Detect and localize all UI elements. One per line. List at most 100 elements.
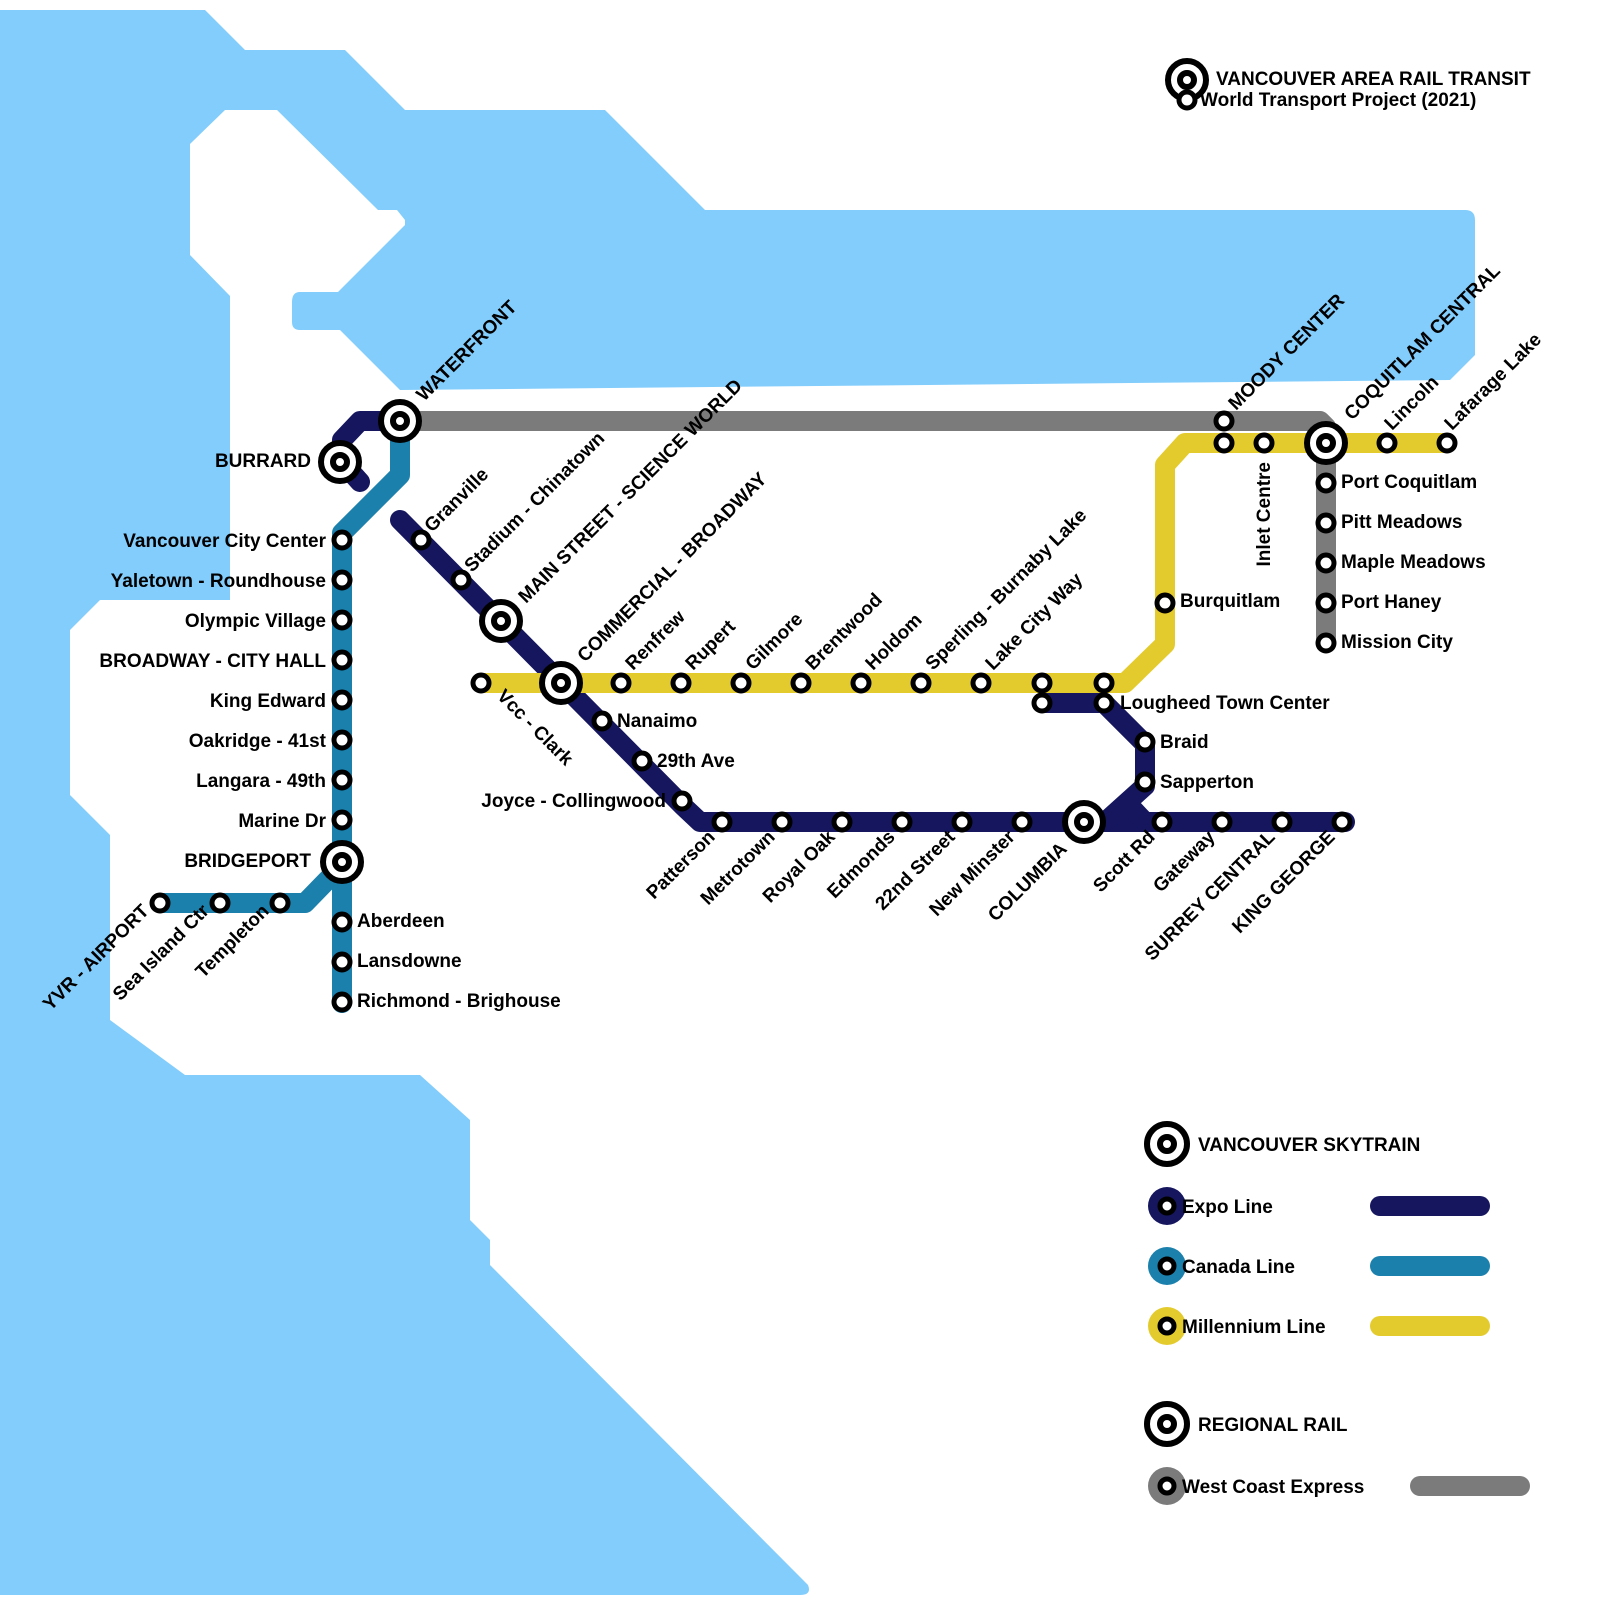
station-sea-island-ctr[interactable] bbox=[209, 892, 231, 914]
station-lake-city-way[interactable] bbox=[970, 672, 992, 694]
station-yaletown[interactable] bbox=[331, 569, 353, 591]
station-lake-city-junction[interactable] bbox=[1031, 672, 1053, 694]
station-joyce[interactable] bbox=[671, 790, 693, 812]
station-oakridge[interactable] bbox=[331, 729, 353, 751]
station-lougheed-millennium[interactable] bbox=[1093, 672, 1115, 694]
label-king-george[interactable]: KING GEORGE bbox=[1228, 827, 1339, 938]
station-gilmore[interactable] bbox=[730, 672, 752, 694]
station-pitt-meadows[interactable] bbox=[1315, 512, 1337, 534]
station-vancouver-city-center[interactable] bbox=[331, 529, 353, 551]
station-olympic-village[interactable] bbox=[331, 609, 353, 631]
legend-skytrain-heading: VANCOUVER SKYTRAIN bbox=[1198, 1135, 1420, 1156]
station-gateway[interactable] bbox=[1211, 811, 1233, 833]
legend-item-expo[interactable]: Expo Line bbox=[1148, 1187, 1490, 1225]
label-vancouver-city-center[interactable]: Vancouver City Center bbox=[123, 531, 326, 552]
station-nanaimo[interactable] bbox=[591, 710, 613, 732]
label-stadium[interactable]: Stadium - Chinatown bbox=[461, 428, 609, 576]
station-broadway-city-hall[interactable] bbox=[331, 649, 353, 671]
station-22nd-street[interactable] bbox=[951, 811, 973, 833]
interchange-waterfront[interactable] bbox=[378, 399, 422, 443]
station-granville[interactable] bbox=[410, 529, 432, 551]
label-broadway-city-hall[interactable]: BROADWAY - CITY HALL bbox=[99, 651, 326, 672]
interchange-commercial[interactable] bbox=[539, 661, 583, 705]
station-inlet-centre[interactable] bbox=[1253, 432, 1275, 454]
label-joyce[interactable]: Joyce - Collingwood bbox=[481, 791, 666, 812]
station-new-minster[interactable] bbox=[1011, 811, 1033, 833]
label-granville[interactable]: Granville bbox=[421, 464, 493, 536]
label-burrard[interactable]: BURRARD bbox=[215, 451, 311, 472]
station-king-george[interactable] bbox=[1331, 811, 1353, 833]
label-maple-meadows[interactable]: Maple Meadows bbox=[1341, 552, 1486, 573]
station-lafarage-lake[interactable] bbox=[1436, 432, 1458, 454]
legend-item-canada[interactable]: Canada Line bbox=[1148, 1247, 1490, 1285]
interchange-burrard[interactable] bbox=[318, 440, 362, 484]
label-sapperton[interactable]: Sapperton bbox=[1160, 772, 1254, 793]
water bbox=[0, 10, 1475, 1595]
label-king-edward[interactable]: King Edward bbox=[210, 691, 326, 712]
station-moody-millennium[interactable] bbox=[1213, 432, 1235, 454]
station-sperling[interactable] bbox=[910, 672, 932, 694]
label-lougheed[interactable]: Lougheed Town Center bbox=[1120, 693, 1330, 714]
label-braid[interactable]: Braid bbox=[1160, 732, 1209, 753]
station-holdom[interactable] bbox=[850, 672, 872, 694]
label-aberdeen[interactable]: Aberdeen bbox=[357, 911, 445, 932]
interchange-main-street[interactable] bbox=[479, 599, 523, 643]
station-royal-oak[interactable] bbox=[831, 811, 853, 833]
label-pitt-meadows[interactable]: Pitt Meadows bbox=[1341, 512, 1462, 533]
station-patterson[interactable] bbox=[711, 811, 733, 833]
station-yvr-airport[interactable] bbox=[149, 892, 171, 914]
label-29th-ave[interactable]: 29th Ave bbox=[657, 751, 735, 772]
legend-item-wce[interactable]: West Coast Express bbox=[1148, 1467, 1530, 1505]
station-burquitlam[interactable] bbox=[1154, 592, 1176, 614]
station-vcc-clark[interactable] bbox=[470, 672, 492, 694]
station-port-coquitlam[interactable] bbox=[1315, 472, 1337, 494]
label-yaletown[interactable]: Yaletown - Roundhouse bbox=[111, 571, 326, 592]
legend-swatch-canada bbox=[1370, 1256, 1490, 1276]
interchange-bridgeport[interactable] bbox=[320, 840, 364, 884]
station-aberdeen[interactable] bbox=[331, 911, 353, 933]
station-stadium[interactable] bbox=[450, 569, 472, 591]
station-maple-meadows[interactable] bbox=[1315, 552, 1337, 574]
station-edmonds[interactable] bbox=[891, 811, 913, 833]
legend-item-millennium[interactable]: Millennium Line bbox=[1148, 1307, 1490, 1345]
station-mission-city[interactable] bbox=[1315, 632, 1337, 654]
label-gilmore[interactable]: Gilmore bbox=[742, 609, 808, 675]
station-king-edward[interactable] bbox=[331, 689, 353, 711]
label-mission-city[interactable]: Mission City bbox=[1341, 632, 1453, 653]
station-scott-rd[interactable] bbox=[1151, 811, 1173, 833]
label-bridgeport[interactable]: BRIDGEPORT bbox=[184, 851, 311, 872]
station-templeton[interactable] bbox=[269, 892, 291, 914]
station-port-haney[interactable] bbox=[1315, 592, 1337, 614]
label-lansdowne[interactable]: Lansdowne bbox=[357, 951, 462, 972]
interchange-columbia[interactable] bbox=[1062, 800, 1106, 844]
station-richmond[interactable] bbox=[331, 991, 353, 1013]
label-oakridge[interactable]: Oakridge - 41st bbox=[189, 731, 327, 752]
station-lansdowne[interactable] bbox=[331, 951, 353, 973]
station-sapperton[interactable] bbox=[1134, 771, 1156, 793]
station-surrey-central[interactable] bbox=[1271, 811, 1293, 833]
station-braid[interactable] bbox=[1134, 731, 1156, 753]
label-olympic-village[interactable]: Olympic Village bbox=[185, 611, 326, 632]
station-brentwood[interactable] bbox=[790, 672, 812, 694]
label-marine-dr[interactable]: Marine Dr bbox=[238, 811, 326, 832]
station-lincoln[interactable] bbox=[1376, 432, 1398, 454]
station-metrotown[interactable] bbox=[771, 811, 793, 833]
label-rupert[interactable]: Rupert bbox=[682, 616, 741, 675]
station-rupert[interactable] bbox=[670, 672, 692, 694]
label-nanaimo[interactable]: Nanaimo bbox=[617, 711, 697, 732]
station-langara[interactable] bbox=[331, 769, 353, 791]
station-moody-wce[interactable] bbox=[1213, 410, 1235, 432]
station-renfrew[interactable] bbox=[610, 672, 632, 694]
label-port-haney[interactable]: Port Haney bbox=[1341, 592, 1442, 613]
label-burquitlam[interactable]: Burquitlam bbox=[1180, 591, 1280, 612]
label-langara[interactable]: Langara - 49th bbox=[196, 771, 326, 792]
station-29th-ave[interactable] bbox=[631, 750, 653, 772]
label-inlet-centre[interactable]: Inlet Centre bbox=[1254, 462, 1275, 567]
interchange-coquitlam-central[interactable] bbox=[1304, 421, 1348, 465]
station-lake-city-expo[interactable] bbox=[1031, 692, 1053, 714]
label-richmond[interactable]: Richmond - Brighouse bbox=[357, 991, 561, 1012]
station-lougheed-expo[interactable] bbox=[1093, 692, 1115, 714]
label-scott-rd[interactable]: Scott Rd bbox=[1089, 827, 1159, 897]
station-marine-dr[interactable] bbox=[331, 809, 353, 831]
label-port-coquitlam[interactable]: Port Coquitlam bbox=[1341, 472, 1477, 493]
